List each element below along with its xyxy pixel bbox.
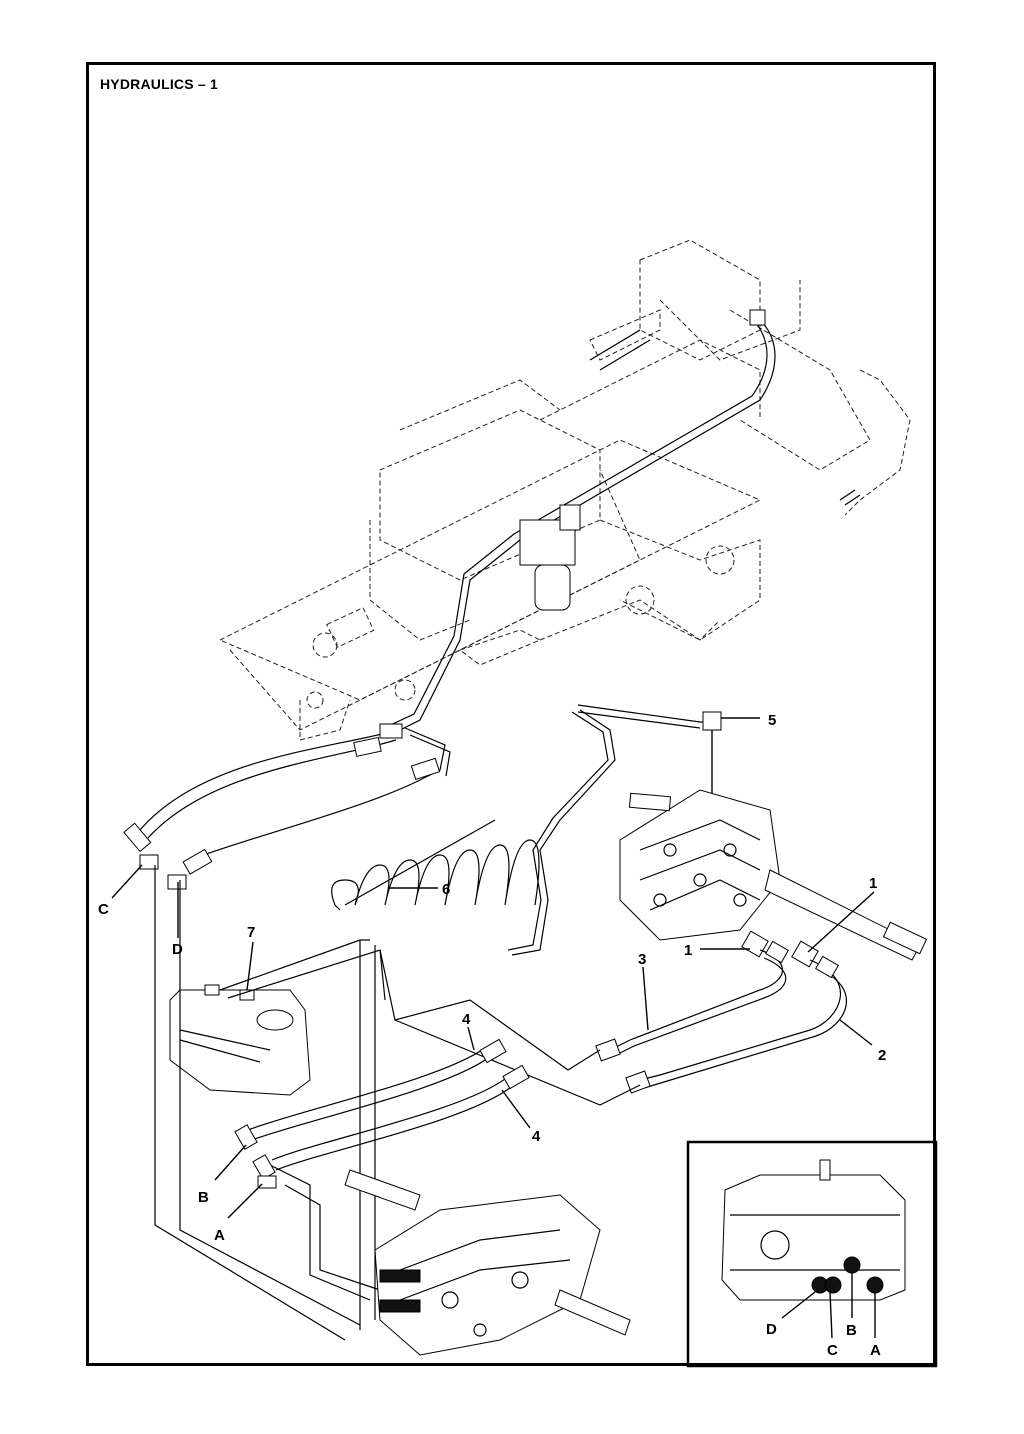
lower-transmission bbox=[344, 1169, 631, 1356]
callout-6: 6 bbox=[442, 881, 450, 898]
callout-5: 5 bbox=[768, 712, 776, 729]
callout-4-lower: 4 bbox=[532, 1128, 541, 1145]
part-5-rigid-line bbox=[507, 704, 760, 956]
inset-frame bbox=[686, 1140, 938, 1368]
inset-callout-B: B bbox=[846, 1322, 857, 1339]
inset-callout-C: C bbox=[827, 1342, 838, 1359]
callout-4-upper: 4 bbox=[462, 1011, 471, 1028]
inset-transmission-detail bbox=[721, 1159, 906, 1339]
part-6-spiral-guard bbox=[331, 819, 540, 911]
routing-lines bbox=[154, 865, 641, 1341]
callout-C: C bbox=[98, 901, 109, 918]
callout-1-right: 1 bbox=[869, 875, 877, 892]
inset-callout-D: D bbox=[766, 1321, 777, 1338]
upper-transmission bbox=[619, 789, 928, 961]
chassis-pipework bbox=[383, 309, 861, 736]
pressure-hoses-upper bbox=[123, 723, 451, 890]
chassis-frame bbox=[218, 239, 911, 741]
callout-7: 7 bbox=[247, 924, 255, 941]
part-7-reservoir bbox=[169, 939, 386, 1096]
callout-1-left: 1 bbox=[684, 942, 692, 959]
callout-2: 2 bbox=[878, 1047, 886, 1064]
callout-A: A bbox=[214, 1227, 225, 1244]
part-4-hoses bbox=[234, 1038, 530, 1189]
diagram-frame bbox=[86, 62, 936, 1366]
callout-B: B bbox=[198, 1189, 209, 1206]
callout-D: D bbox=[172, 941, 183, 958]
page-title: HYDRAULICS – 1 bbox=[100, 76, 218, 92]
callout-3: 3 bbox=[638, 951, 646, 968]
callout-labels: 5 6 7 1 1 3 4 4 2 C D B A D C B A bbox=[98, 712, 886, 1359]
callout-leaders bbox=[111, 864, 875, 1219]
inset-callout-A: A bbox=[870, 1342, 881, 1359]
fittings-and-hoses-2-3 bbox=[595, 930, 847, 1094]
